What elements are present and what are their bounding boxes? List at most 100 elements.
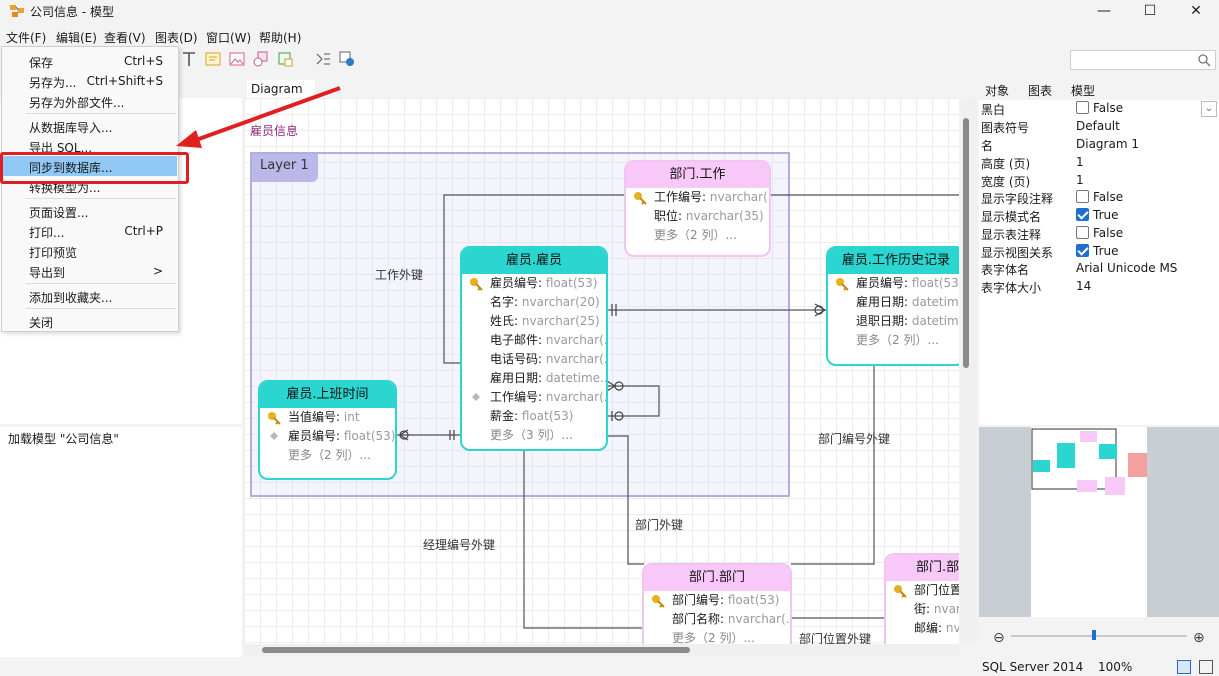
menu-export-sql[interactable]: 导出 SQL... [29,141,93,155]
zoom-slider[interactable] [1011,635,1187,637]
menu-window[interactable]: 窗口(W) [206,31,252,45]
sync-diagram-icon[interactable] [338,50,356,68]
zoom-slider-thumb[interactable] [1092,630,1096,640]
prop-row[interactable]: 高度 (页)1 [981,155,1084,171]
key-icon [652,595,665,608]
chevron-down-icon[interactable]: ⌄ [1201,101,1217,117]
menu-help[interactable]: 帮助(H) [259,31,302,45]
table-field: 电话号码: nvarchar(... [490,352,608,366]
menu-edit[interactable]: 编辑(E) [56,31,97,45]
title-bar: 公司信息 - 模型 — ☐ ✕ [0,0,1219,24]
highlight-box [0,152,189,184]
shape-tool-icon[interactable] [252,50,270,68]
table-card-employee[interactable]: 雇员.雇员 雇员编号: float(53) 名字: nvarchar(20) 姓… [460,246,608,451]
more-columns-link[interactable]: 更多（2 列）... [654,228,737,242]
zoom-bar: ⊖ ⊕ [979,620,1219,656]
table-field: 姓氏: nvarchar(25) [490,314,600,328]
table-title: 部门.工作 [626,162,769,188]
menu-diagram[interactable]: 图表(D) [155,31,198,45]
vertical-scrollbar[interactable] [961,98,977,644]
table-card-location[interactable]: 部门.部 部门位置 街: nvar 邮编: nva [884,553,959,644]
menu-print-preview[interactable]: 打印预览 [29,246,78,260]
key-icon [268,412,281,425]
table-field: 雇员编号: float(53) [462,274,606,293]
horizontal-scrollbar[interactable] [244,644,959,656]
relation-label-manager: 经理编号外键 [423,538,496,552]
split-view-icon[interactable] [1199,660,1213,674]
more-columns-link[interactable]: 更多（3 列）... [490,428,573,442]
menu-separator [26,198,176,199]
checkbox-unchecked[interactable] [1076,101,1089,114]
scroll-thumb[interactable] [262,647,690,653]
table-card-department[interactable]: 部门.部门 部门编号: float(53) 部门名称: nvarchar(...… [642,563,792,644]
diagram-label: 雇员信息 [250,124,299,138]
menu-page-setup[interactable]: 页面设置... [29,206,89,220]
tab-diagram-props[interactable]: 图表 [1028,84,1053,98]
layer-label: Layer 1 [252,154,318,182]
note-tool-icon[interactable] [204,50,222,68]
menu-save-as[interactable]: 另存为...Ctrl+Shift+S [29,74,163,90]
diagram-canvas[interactable]: Layer 1 雇员信息 工作外键 部门编号外键 部门外键 经理编号外键 部门位… [244,98,959,644]
table-field: 部门名称: nvarchar(... [672,612,792,626]
log-panel: 加载模型 "公司信息" [0,427,242,657]
search-input[interactable] [1070,50,1216,70]
tab-model[interactable]: 模型 [1071,84,1096,98]
close-button[interactable]: ✕ [1190,3,1202,19]
relation-label-job: 工作外键 [375,268,424,282]
menu-bar: 文件(F) 编辑(E) 查看(V) 图表(D) 窗口(W) 帮助(H) [0,26,1219,48]
menu-file[interactable]: 文件(F) [6,31,47,45]
table-field: 部门位置 [886,581,959,600]
key-icon [470,278,483,291]
overview-panel[interactable] [979,427,1219,617]
prop-row[interactable]: 宽度 (页)1 [981,173,1084,189]
key-icon [836,278,849,291]
minimize-button[interactable]: — [1097,3,1111,19]
layer-tool-icon[interactable] [276,50,294,68]
menu-add-favorites[interactable]: 添加到收藏夹... [29,291,113,305]
zoom-out-icon[interactable]: ⊖ [993,630,1005,646]
menu-print[interactable]: 打印...Ctrl+P [29,224,163,240]
zoom-in-icon[interactable]: ⊕ [1193,630,1205,646]
more-columns-link[interactable]: 更多（2 列）... [856,333,939,347]
table-field: 部门编号: float(53) [644,591,790,610]
maximize-button[interactable]: ☐ [1143,3,1157,19]
tab-object[interactable]: 对象 [985,84,1010,98]
relation-label-location: 部门位置外键 [799,632,872,644]
table-field: 雇用日期: datetime... [490,371,608,385]
table-card-job[interactable]: 部门.工作 工作编号: nvarchar(... 职位: nvarchar(35… [624,160,771,257]
menu-view[interactable]: 查看(V) [104,31,146,45]
checkbox-unchecked[interactable] [1076,190,1089,203]
layout-view-icon[interactable] [1177,660,1191,674]
image-tool-icon[interactable] [228,50,246,68]
more-columns-link[interactable]: 更多（2 列）... [672,631,755,644]
checkbox-checked[interactable] [1076,244,1089,257]
menu-sync-to-db[interactable]: 同步到数据库... [3,156,177,176]
search-icon [1198,54,1211,67]
auto-layout-icon[interactable] [314,50,332,68]
text-tool-icon[interactable] [180,50,198,68]
checkbox-checked[interactable] [1076,208,1089,221]
menu-import-from-db[interactable]: 从数据库导入... [29,121,113,135]
menu-export-to[interactable]: 导出到> [29,264,163,280]
more-columns-link[interactable]: 更多（2 列）... [288,448,371,462]
prop-row[interactable]: 黑白 False ⌄ [979,100,1219,118]
chevron-right-icon: > [152,264,163,278]
checkbox-unchecked[interactable] [1076,226,1089,239]
table-title: 雇员.上班时间 [260,382,395,408]
menu-convert-model[interactable]: 转换模型为... [29,181,101,195]
menu-close[interactable]: 关闭 [29,316,54,330]
scroll-thumb[interactable] [963,118,969,368]
overview-canvas [1031,427,1147,617]
table-card-shift[interactable]: 雇员.上班时间 当值编号: int 雇员编号: float(53) 更多（2 列… [258,380,397,480]
menu-save-external[interactable]: 另存为外部文件... [29,96,125,110]
table-card-job-history[interactable]: 雇员.工作历史记录 雇员编号: float(53) 雇用日期: datetime… [826,246,959,366]
